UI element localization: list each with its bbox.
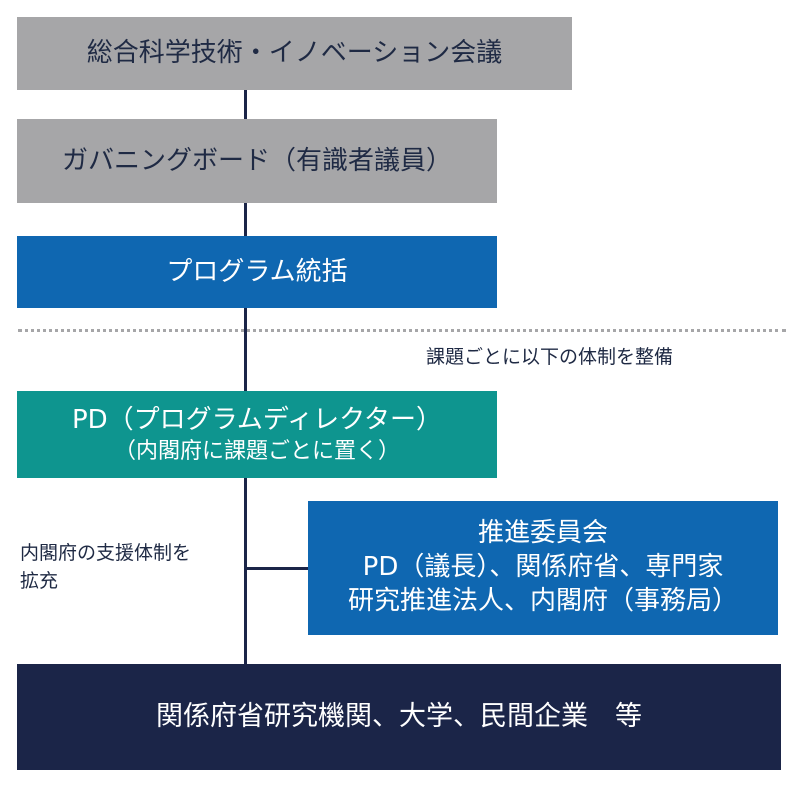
support-note-line2: 拡充	[20, 569, 59, 592]
governing-board-label: ガバニングボード（有識者議員）	[61, 145, 452, 176]
institutions-box: 関係府省研究機関、大学、民間企業 等	[17, 664, 781, 770]
connector-vertical-2	[244, 203, 247, 236]
council-box: 総合科学技術・イノベーション会議	[17, 17, 572, 90]
support-note: 内閣府の支援体制を 拡充	[20, 540, 191, 595]
program-integration-box: プログラム統括	[17, 236, 497, 308]
committee-title: 推進委員会	[477, 518, 608, 549]
connector-vertical-3	[244, 308, 247, 391]
per-topic-note: 課題ごとに以下の体制を整備	[426, 346, 674, 368]
governing-board-box: ガバニングボード（有識者議員）	[17, 119, 497, 203]
dotted-divider	[18, 329, 786, 332]
program-director-box: PD（プログラムディレクター） （内閣府に課題ごとに置く）	[17, 391, 497, 478]
connector-vertical-1	[244, 90, 247, 119]
program-director-title: PD（プログラムディレクター）	[71, 404, 443, 435]
connector-horizontal-committee	[244, 567, 308, 570]
committee-members-line2: 研究推進法人、内閣府（事務局）	[347, 585, 738, 616]
program-integration-label: プログラム統括	[166, 256, 348, 287]
connector-vertical-4	[244, 478, 247, 664]
committee-members-line1: PD（議長）、関係府省、専門家	[362, 552, 724, 583]
promotion-committee-box: 推進委員会 PD（議長）、関係府省、専門家 研究推進法人、内閣府（事務局）	[308, 501, 778, 635]
program-director-subtitle: （内閣府に課題ごとに置く）	[113, 439, 400, 464]
institutions-label: 関係府省研究機関、大学、民間企業 等	[156, 701, 642, 733]
council-label: 総合科学技術・イノベーション会議	[86, 38, 503, 69]
support-note-line1: 内閣府の支援体制を	[20, 542, 192, 564]
